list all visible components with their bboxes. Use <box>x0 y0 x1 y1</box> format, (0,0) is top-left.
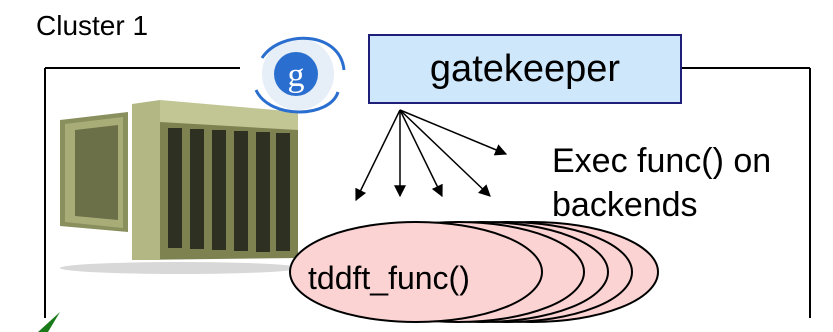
backend-copy <box>289 221 543 323</box>
backend-function-label: tddft_func() <box>308 260 470 296</box>
server-rack-icon <box>60 100 300 274</box>
dispatch-arrow <box>399 109 491 197</box>
dispatch-arrow <box>355 109 401 202</box>
gatekeeper-box: gatekeeper <box>368 34 682 104</box>
annotation-line-2: backends <box>552 186 698 224</box>
logo-letter: g <box>288 57 305 94</box>
annotation-line-1: Exec func() on <box>552 142 772 180</box>
dispatch-arrow <box>399 109 508 156</box>
dispatch-arrow <box>399 109 443 198</box>
green-arrow-icon <box>38 312 60 332</box>
gatekeeper-label: gatekeeper <box>429 47 621 90</box>
backend-stack <box>289 221 659 323</box>
cluster-title: Cluster 1 <box>36 10 149 41</box>
dispatch-arrows <box>355 109 508 202</box>
globus-logo-icon: g <box>254 36 346 114</box>
cluster-frame <box>44 67 811 318</box>
